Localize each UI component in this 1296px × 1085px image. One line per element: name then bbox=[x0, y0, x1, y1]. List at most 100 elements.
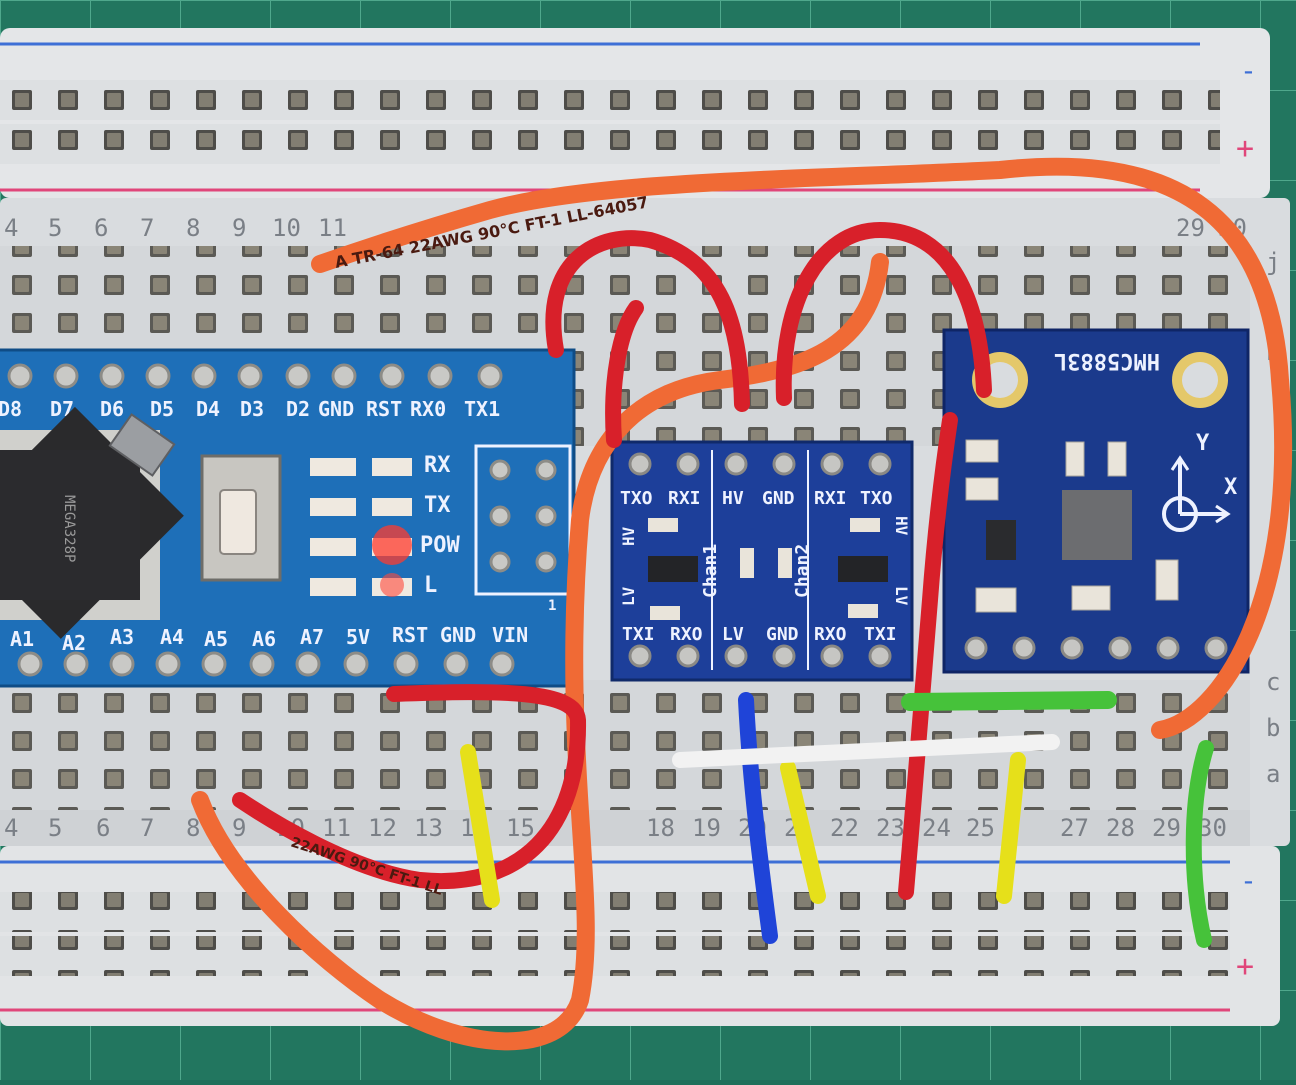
svg-text:HV: HV bbox=[619, 526, 638, 546]
svg-text:LV: LV bbox=[892, 586, 911, 606]
svg-text:TXO: TXO bbox=[860, 488, 893, 509]
rail-minus-label: - bbox=[1240, 54, 1257, 87]
power-led-glow bbox=[372, 525, 412, 565]
chan2-label: Chan2 bbox=[792, 544, 813, 598]
svg-text:27: 27 bbox=[1060, 814, 1089, 842]
atmega-chip: MEGA328P bbox=[0, 406, 184, 639]
white-wire bbox=[672, 734, 1060, 768]
svg-text:A4: A4 bbox=[160, 625, 184, 649]
svg-text:X: X bbox=[1224, 475, 1237, 500]
svg-text:TXI: TXI bbox=[864, 624, 897, 645]
svg-text:24: 24 bbox=[922, 814, 951, 842]
svg-text:8: 8 bbox=[186, 814, 200, 842]
yellow-wire-2 bbox=[780, 760, 826, 904]
svg-text:L: L bbox=[424, 573, 437, 598]
red-wire-loop-2 bbox=[775, 221, 992, 406]
top-power-rail: - + bbox=[0, 28, 1270, 198]
svg-text:TXI: TXI bbox=[622, 624, 655, 645]
svg-text:POW: POW bbox=[420, 533, 460, 558]
logic-level-shifter: TXO RXI HV GND RXI TXO TXI RXO LV GND RX… bbox=[610, 440, 914, 682]
green-wire-vertical bbox=[1185, 740, 1214, 948]
led-labels: RX TX POW L bbox=[420, 453, 460, 598]
svg-text:VIN: VIN bbox=[492, 623, 528, 647]
svg-text:6: 6 bbox=[96, 814, 110, 842]
hmc5883l-module: HMC5883L Y X bbox=[942, 328, 1250, 674]
svg-text:RX0: RX0 bbox=[410, 397, 446, 421]
svg-text:GND: GND bbox=[440, 623, 476, 647]
svg-text:a: a bbox=[1266, 760, 1280, 788]
orange-wire-top bbox=[311, 157, 1293, 739]
svg-text:TX: TX bbox=[424, 493, 451, 518]
svg-text:HV: HV bbox=[722, 488, 744, 509]
svg-text:+: + bbox=[1236, 949, 1254, 984]
jumper-wires bbox=[191, 157, 1293, 1051]
svg-text:TX1: TX1 bbox=[464, 397, 500, 421]
svg-text:A6: A6 bbox=[252, 627, 276, 651]
orange-wire-bottom bbox=[191, 253, 889, 1051]
svg-text:4: 4 bbox=[4, 214, 18, 242]
svg-text:10: 10 bbox=[272, 214, 301, 242]
svg-text:A1: A1 bbox=[10, 627, 34, 651]
svg-text:D3: D3 bbox=[240, 397, 264, 421]
svg-text:D8: D8 bbox=[0, 397, 22, 421]
red-wire-nano bbox=[232, 684, 587, 890]
arduino-nano-board: D8 D7 D6 D5 D4 D3 D2 GND RST RX0 TX1 A1 … bbox=[0, 348, 576, 688]
svg-text:9: 9 bbox=[232, 214, 246, 242]
svg-text:RXI: RXI bbox=[668, 488, 701, 509]
svg-text:GND: GND bbox=[762, 488, 795, 509]
svg-text:29: 29 bbox=[1176, 214, 1205, 242]
nano-bottom-pin-labels: A1 A2 A3 A4 A5 A6 A7 5V RST GND VIN bbox=[10, 623, 528, 655]
chan1-label: Chan1 bbox=[700, 544, 721, 598]
svg-text:LV: LV bbox=[722, 624, 744, 645]
svg-text:11: 11 bbox=[322, 814, 351, 842]
svg-text:RXI: RXI bbox=[814, 488, 847, 509]
svg-text:c: c bbox=[1266, 668, 1280, 696]
svg-text:1: 1 bbox=[548, 598, 556, 614]
svg-text:RX: RX bbox=[424, 453, 451, 478]
svg-text:-: - bbox=[1240, 864, 1257, 897]
svg-text:23: 23 bbox=[876, 814, 905, 842]
svg-text:MEGA328P: MEGA328P bbox=[61, 495, 77, 562]
green-wire-horizontal bbox=[901, 691, 1117, 711]
svg-text:5: 5 bbox=[48, 214, 62, 242]
axis-indicator: Y X bbox=[1162, 431, 1237, 532]
svg-text:LV: LV bbox=[619, 586, 638, 606]
svg-text:9: 9 bbox=[232, 814, 246, 842]
svg-text:29: 29 bbox=[1152, 814, 1181, 842]
svg-text:6: 6 bbox=[94, 214, 108, 242]
crystal bbox=[108, 413, 176, 477]
svg-text:4: 4 bbox=[4, 814, 18, 842]
svg-text:A2: A2 bbox=[62, 631, 86, 655]
svg-text:25: 25 bbox=[966, 814, 995, 842]
red-wire-loop-1 bbox=[545, 230, 750, 412]
yellow-wire-1 bbox=[460, 744, 500, 908]
svg-text:b: b bbox=[1266, 714, 1280, 742]
hmc-name: HMC5883L bbox=[1054, 348, 1160, 373]
svg-text:18: 18 bbox=[646, 814, 675, 842]
yellow-wire-3 bbox=[996, 752, 1026, 904]
svg-text:5: 5 bbox=[48, 814, 62, 842]
red-wire-vertical bbox=[898, 412, 958, 900]
svg-text:GND: GND bbox=[318, 397, 354, 421]
svg-text:D4: D4 bbox=[196, 397, 220, 421]
svg-text:19: 19 bbox=[692, 814, 721, 842]
svg-text:Y: Y bbox=[1196, 431, 1210, 456]
svg-text:A5: A5 bbox=[204, 627, 228, 651]
svg-text:RXO: RXO bbox=[670, 624, 703, 645]
svg-text:A7: A7 bbox=[300, 625, 324, 649]
svg-text:A3: A3 bbox=[110, 625, 134, 649]
svg-text:11: 11 bbox=[318, 214, 347, 242]
svg-text:15: 15 bbox=[506, 814, 535, 842]
svg-text:22: 22 bbox=[830, 814, 859, 842]
svg-text:j: j bbox=[1266, 248, 1280, 276]
reset-button bbox=[200, 454, 282, 582]
nano-top-pin-labels: D8 D7 D6 D5 D4 D3 D2 GND RST RX0 TX1 bbox=[0, 397, 500, 421]
shifter-bottom-labels: TXI RXO LV GND RXO TXI bbox=[622, 624, 897, 645]
svg-text:28: 28 bbox=[1106, 814, 1135, 842]
hmc-sensor-chip bbox=[1062, 490, 1132, 560]
bottom-power-rail: - + bbox=[0, 846, 1280, 1026]
svg-text:RST: RST bbox=[366, 397, 402, 421]
svg-text:D6: D6 bbox=[100, 397, 124, 421]
svg-text:30: 30 bbox=[1198, 814, 1227, 842]
